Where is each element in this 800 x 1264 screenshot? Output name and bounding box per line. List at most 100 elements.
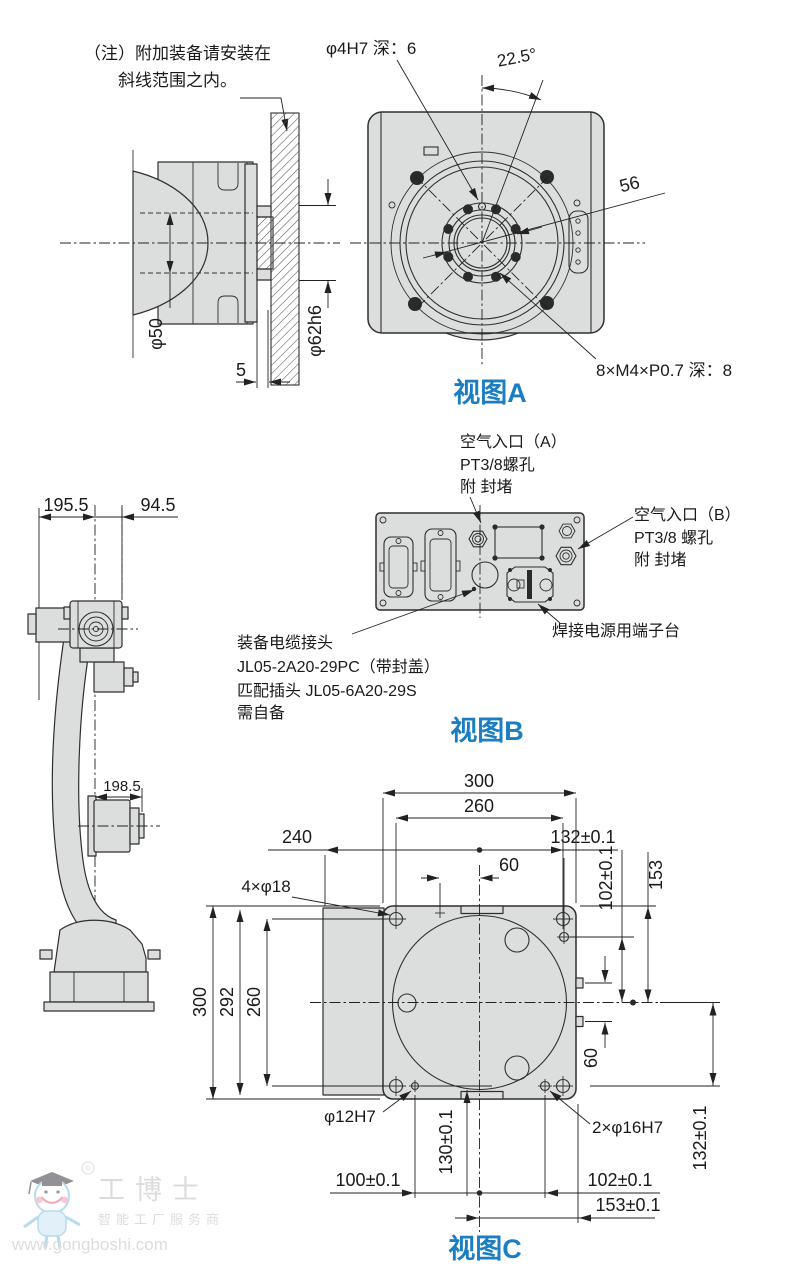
dim-gap5: 5	[236, 310, 290, 388]
dim-left-292: 292	[217, 910, 244, 1095]
leader-phi4H7: φ4H7 深：6	[326, 39, 479, 201]
air-inlet-a-label: 空气入口（A） PT3/8螺孔 附 封堵	[460, 433, 567, 524]
svg-text:φ12H7: φ12H7	[324, 1107, 376, 1126]
dim-56: 56	[422, 172, 666, 259]
svg-text:300: 300	[190, 987, 210, 1017]
svg-text:需自备: 需自备	[237, 704, 285, 722]
inner-holes	[397, 927, 530, 1081]
note-line2: 斜线范围之内。	[118, 71, 237, 90]
dim-94-5-text: 94.5	[140, 495, 175, 515]
dim-102-right: 102±0.1	[570, 846, 634, 1003]
svg-text:空气入口（A）: 空气入口（A）	[460, 433, 567, 451]
svg-text:4×φ18: 4×φ18	[241, 877, 290, 896]
view-a-label: 视图A	[453, 378, 527, 408]
leader-8xM4: 8×M4×P0.7 深：8	[499, 272, 732, 380]
welding-terminal-block	[506, 566, 554, 603]
dim-phi50: φ50	[146, 213, 174, 350]
dim-130: 130±0.1	[421, 1085, 492, 1196]
window-cutout	[492, 524, 545, 561]
view-a-drawing: 22.5° φ4H7 深：6 56 8×M4×P0.7 深：8 视图A	[326, 39, 732, 408]
svg-text:102±0.1: 102±0.1	[588, 1170, 653, 1190]
svg-text:260: 260	[244, 987, 264, 1017]
svg-text:PT3/8 螺孔: PT3/8 螺孔	[634, 529, 713, 547]
panel-corner-screws	[379, 516, 581, 607]
dim-phi62h6: φ62h6	[299, 179, 336, 357]
dim-right-60: 60	[581, 956, 612, 1068]
svg-text:292: 292	[217, 987, 237, 1017]
dowel-holes	[409, 930, 571, 1093]
terminal-label: 焊接电源用端子台	[537, 603, 680, 640]
view-c-label: 视图C	[448, 1234, 522, 1264]
dim-153-right: 153	[580, 852, 666, 1003]
svg-text:153: 153	[646, 860, 666, 890]
svg-text:132±0.1: 132±0.1	[551, 827, 616, 847]
dim-132-bottom-right: 132±0.1	[590, 1002, 720, 1171]
cable-connector-1	[379, 536, 418, 598]
connector-strip	[568, 199, 589, 274]
svg-text:匹配插头 JL05-6A20-29S: 匹配插头 JL05-6A20-29S	[237, 682, 417, 700]
svg-text:60: 60	[581, 1048, 601, 1068]
dim-top-300: 300	[382, 771, 577, 903]
dim-56-text: 56	[617, 172, 641, 196]
svg-text:240: 240	[282, 827, 312, 847]
dim-195-5-94-5: 195.5 94.5	[38, 495, 178, 700]
registered-mark: ®	[85, 1164, 91, 1173]
cable-connector-2	[420, 528, 461, 602]
svg-text:130±0.1: 130±0.1	[436, 1110, 456, 1175]
dim-phi50-text: φ50	[146, 318, 166, 350]
svg-text:JL05-2A20-29PC（带封盖）: JL05-2A20-29PC（带封盖）	[237, 658, 440, 676]
svg-text:100±0.1: 100±0.1	[336, 1170, 401, 1190]
base-backdrop	[322, 907, 385, 1096]
note-annotation: （注）附加装备请安装在 斜线范围之内。	[84, 44, 289, 132]
dim-left-260: 260	[244, 918, 388, 1087]
robot-wrist	[58, 600, 138, 649]
view-c-drawing: 300 260 240 132±0.1 60 4×φ18	[190, 771, 720, 1264]
dim-153-bottom: 153±0.1	[455, 1104, 660, 1223]
svg-text:102±0.1: 102±0.1	[596, 846, 616, 911]
svg-text:附 封堵: 附 封堵	[460, 478, 512, 496]
dim-132-top: 132±0.1	[479, 827, 618, 930]
top-dowel-cross	[435, 908, 445, 918]
view-a-body	[367, 111, 605, 334]
svg-text:132±0.1: 132±0.1	[690, 1106, 710, 1171]
dim-195-5-text: 195.5	[43, 495, 88, 515]
view-b-drawing: 空气入口（A） PT3/8螺孔 附 封堵 空气入口（B） PT3/8 螺孔 附 …	[38, 433, 741, 746]
dim-phi62h6-text: φ62h6	[305, 305, 325, 357]
dim-angle-text: 22.5°	[496, 44, 539, 70]
dim-top-260: 260	[395, 796, 564, 912]
watermark-url: www.gongboshi.com	[11, 1235, 168, 1254]
dim-left-300: 300	[190, 905, 380, 1100]
dim-8xM4-text: 8×M4×P0.7 深：8	[596, 361, 732, 380]
mascot-logo: ®	[23, 1161, 95, 1249]
svg-text:153±0.1: 153±0.1	[596, 1195, 661, 1215]
svg-text:附 封堵: 附 封堵	[634, 551, 686, 569]
watermark: ® 工博士 智能工厂服务商 www.gongboshi.com	[11, 1161, 224, 1254]
watermark-name: 工博士	[98, 1175, 209, 1205]
dim-102-bottom: 102±0.1	[479, 1095, 660, 1198]
svg-text:2×φ16H7: 2×φ16H7	[592, 1118, 663, 1137]
dim-gap5-text: 5	[236, 360, 246, 380]
hatched-wall	[270, 112, 300, 386]
view-b-label: 视图B	[450, 716, 524, 746]
svg-text:PT3/8螺孔: PT3/8螺孔	[460, 456, 535, 474]
leader-2xphi16H7: 2×φ16H7	[549, 1090, 663, 1137]
air-inlet-b-fitting	[555, 523, 577, 566]
dim-100-bottom: 100±0.1	[330, 1095, 483, 1198]
robot-base	[39, 919, 161, 1012]
watermark-tagline: 智能工厂服务商	[98, 1212, 224, 1227]
corner-holes-4xphi18	[386, 909, 573, 1096]
svg-text:空气入口（B）: 空气入口（B）	[634, 506, 741, 524]
svg-text:60: 60	[499, 855, 519, 875]
dim-240: 240	[268, 827, 483, 906]
svg-text:300: 300	[464, 771, 494, 791]
dim-198-5-text: 198.5	[103, 778, 141, 795]
svg-text:装备电缆接头: 装备电缆接头	[237, 634, 333, 652]
dim-phi4H7-text: φ4H7 深：6	[326, 39, 416, 58]
robot-side-view: 198.5	[27, 505, 161, 1012]
robot-lower-motor	[78, 795, 160, 857]
cable-connector-label: 装备电缆接头 JL05-2A20-29PC（带封盖） 匹配插头 JL05-6A2…	[237, 589, 475, 722]
leader-phi12H7: φ12H7	[324, 1090, 412, 1126]
air-inlet-a-fitting	[468, 530, 488, 548]
dim-198-5: 198.5	[95, 778, 143, 812]
